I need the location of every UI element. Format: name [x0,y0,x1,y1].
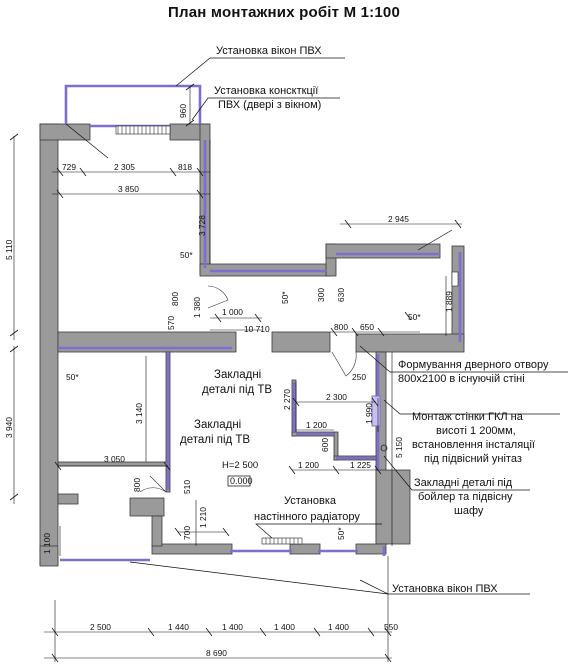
dim-2270: 2 270 [282,389,292,410]
dim-50-b: 50* [280,291,290,304]
note-door-window-1: Установка конскткції [214,85,318,97]
dim-600: 600 [320,438,330,452]
wall-small [57,493,79,505]
wall-bottom-c [355,543,387,555]
dim-1210: 1 210 [198,507,208,528]
label-tv1-2: деталі під ТВ [202,384,272,396]
dim-3140: 3 140 [134,403,144,424]
dim-818: 818 [178,162,192,172]
dim-5110: 5 110 [4,239,14,260]
note-gkl-1: Монтаж стінки ГКЛ на [412,411,524,423]
label-tv2-1: Закладні [194,419,241,431]
wall-block-left [129,497,165,517]
dim-3728: 3 728 [197,215,207,236]
dim-960: 960 [178,104,188,118]
dim-3940: 3 940 [4,417,14,438]
wall-bottom-a [151,543,233,555]
dim-bottom-1400-c: 1 400 [328,622,349,632]
dim-50-e: 50* [336,527,346,540]
door-lower [139,475,167,493]
dim-2300: 2 300 [326,392,347,402]
dim-700: 700 [182,526,192,540]
wall-stub [151,515,163,547]
dim-bottom-2500: 2 500 [90,622,111,632]
dimension-lines [9,83,462,663]
note-door-form-2: 800х2100 в існуючій стіні [398,373,525,385]
note-boiler-2: бойлер та підвісну [418,491,513,503]
dim-1100: 1 100 [42,533,52,554]
dim-10710: 10 710 [244,324,270,334]
note-gkl-3: встановлення інсталяції [412,439,535,451]
dim-510: 510 [182,480,192,494]
label-tv1-1: Закладні [214,369,261,381]
radiator-bottom-fins [265,538,299,544]
wall-bottom-b [289,543,321,555]
small-radiator [451,271,459,287]
note-gkl-4: під підвісний унітаз [424,453,522,465]
wall-mid-right [355,333,465,353]
dim-3050: 3 050 [104,454,125,464]
note-door-form-1: Формування дверного отвору [398,359,549,371]
leader-lines [65,57,568,595]
dim-570: 570 [166,316,176,330]
label-level: 0.000 [230,476,253,486]
wall-right-block [375,469,411,545]
dim-300: 300 [316,288,326,302]
note-radiator-1: Установка [284,495,337,507]
dim-bottom-1400-b: 1 400 [274,622,295,632]
balcony-window [64,84,202,124]
dim-3850: 3 850 [118,184,139,194]
annotations: Установка вікон ПВХ Установка конскткції… [4,45,549,658]
dim-729: 729 [62,162,76,172]
level-box [227,475,251,487]
note-windows-bottom: Установка вікон ПВХ [392,583,498,595]
walls [39,123,465,567]
dim-bottom-1400-a: 1 400 [222,622,243,632]
dim-bottom-1440: 1 440 [168,622,189,632]
dim-800-b: 800 [334,322,348,332]
door-bedroom [207,285,229,309]
boiler-icon [380,444,388,452]
dim-2945: 2 945 [388,214,409,224]
dim-5150: 5 150 [394,437,404,458]
dim-1990: 1 990 [364,403,374,424]
note-windows-top: Установка вікон ПВХ [216,45,322,57]
note-door-window-2: ПВХ (двері з вікном) [218,99,321,111]
radiator-top-fins [117,126,167,134]
dim-630: 630 [336,288,346,302]
fixtures [115,125,459,545]
wall-mid-center [271,331,331,353]
dim-1200-a: 1 200 [306,420,327,430]
wall-upper-right [325,243,441,259]
dim-50-a: 50* [180,250,193,260]
dim-1000: 1 000 [222,307,243,317]
dim-800-c: 800 [132,478,142,492]
wall-bottom-corner [39,545,59,567]
dim-50-c: 50* [408,312,421,322]
dim-250: 250 [352,372,366,382]
label-tv2-2: деталі під ТВ [180,434,250,446]
page-title: План монтажних робіт М 1:100 [167,4,400,21]
dim-650: 650 [360,322,374,332]
gkl-wall [371,395,381,427]
dim-bottom-550: 550 [384,622,398,632]
dim-2305: 2 305 [114,162,135,172]
dim-bottom-8690: 8 690 [206,648,227,658]
radiator-top [115,125,171,135]
note-radiator-2: настінного радіатору [254,511,360,523]
dim-1200-b: 1 200 [298,460,319,470]
dim-50-d: 50* [66,372,79,382]
dim-1889: 1 889 [444,291,454,312]
dim-800-a: 800 [170,292,180,306]
note-gkl-2: висоті 1 200мм, [436,425,516,437]
wall-left-outer [39,123,59,566]
dim-1225: 1 225 [350,460,371,470]
note-boiler-3: шафу [454,505,484,517]
door-new [331,351,357,377]
doors [139,285,357,493]
dim-1380: 1 380 [192,297,202,318]
label-height: H=2 500 [222,460,258,471]
note-boiler-1: Закладні деталі під [414,477,513,489]
